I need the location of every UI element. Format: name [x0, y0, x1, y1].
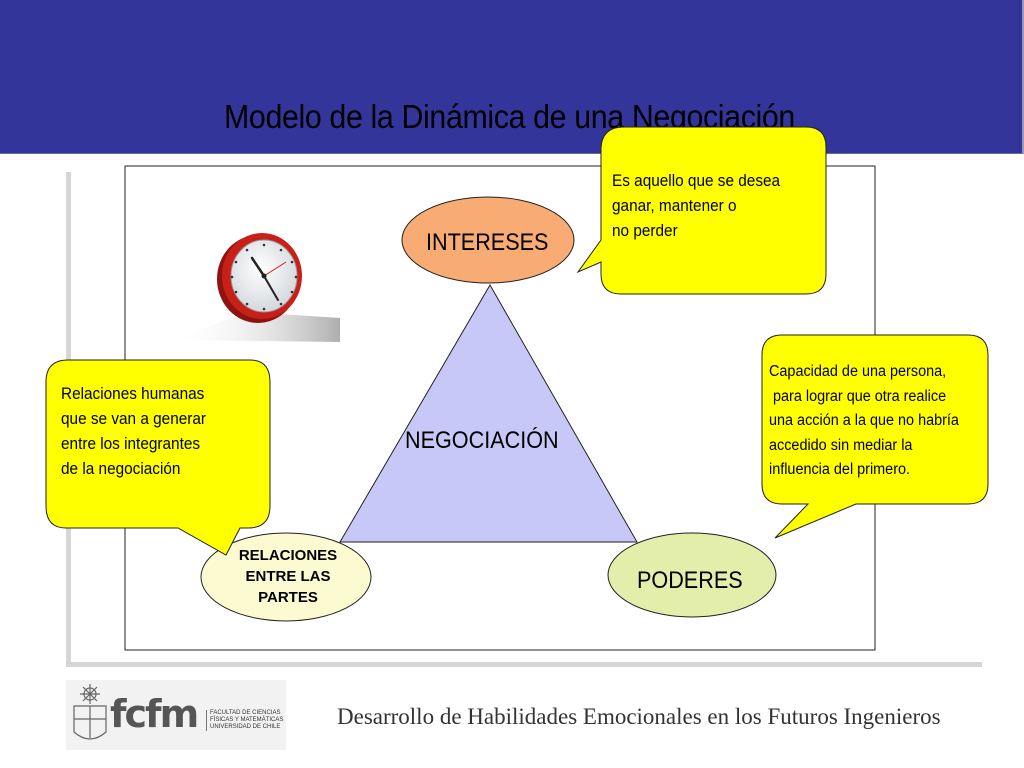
relaciones-callout-text: Relaciones humanas que se van a generar … [61, 382, 206, 482]
logo-line: UNIVERSIDAD DE CHILE [210, 724, 281, 730]
fcfm-logo: fcfm FACULTAD DE CIENCIAS FÍSICAS Y MATE… [66, 680, 286, 750]
logo-line: FÍSICAS Y MATEMÁTICAS [210, 717, 284, 723]
poderes-label: PODERES [637, 567, 743, 594]
intereses-callout-text: Es aquello que se desea ganar, mantener … [612, 169, 780, 244]
callout-line: de la negociación [61, 460, 181, 478]
university-seal-icon [73, 684, 107, 740]
relaciones-label-line: RELACIONES [238, 547, 338, 564]
fcfm-wordmark: fcfm [110, 692, 199, 736]
footer-text: Desarrollo de Habilidades Emocionales en… [337, 704, 941, 729]
relaciones-callout [45, 359, 271, 556]
frame-bottom-shadow [66, 662, 982, 667]
intereses-label: INTERESES [426, 229, 549, 256]
callout-line: Es aquello que se desea [612, 172, 781, 190]
poderes-callout [761, 334, 989, 539]
clock-icon [172, 233, 340, 342]
fcfm-faculty-text: FACULTAD DE CIENCIAS FÍSICAS Y MATEMÁTIC… [206, 710, 283, 731]
callout-line: entre los integrantes [61, 435, 201, 453]
callout-line: Capacidad de una persona, [769, 363, 947, 380]
logo-line: FACULTAD DE CIENCIAS [210, 710, 281, 716]
header-band [0, 0, 1024, 154]
callout-line: accedido sin mediar la [769, 436, 913, 454]
intereses-callout [576, 126, 827, 295]
poderes-node [607, 532, 777, 618]
callout-line: para lograr que otra realice [769, 387, 947, 405]
relaciones-label-line: ENTRE LAS [245, 568, 331, 585]
relaciones-label: RELACIONES ENTRE LAS PARTES [218, 545, 358, 608]
negotiation-triangle [339, 284, 638, 543]
callout-line: no perder [612, 222, 678, 240]
poderes-callout-text: Capacidad de una persona, para lograr qu… [769, 360, 959, 483]
relaciones-label-line: PARTES [258, 589, 318, 606]
callout-line: ganar, mantener o [612, 197, 737, 215]
relaciones-node [200, 532, 372, 622]
callout-line: Relaciones humanas [61, 385, 205, 403]
intereses-node [401, 196, 575, 284]
callout-line: que se van a generar [61, 410, 207, 428]
negociacion-label: NEGOCIACIÓN [405, 427, 559, 454]
callout-line: influencia del primero. [769, 461, 911, 478]
callout-line: una acción a la que no habría [769, 412, 959, 429]
